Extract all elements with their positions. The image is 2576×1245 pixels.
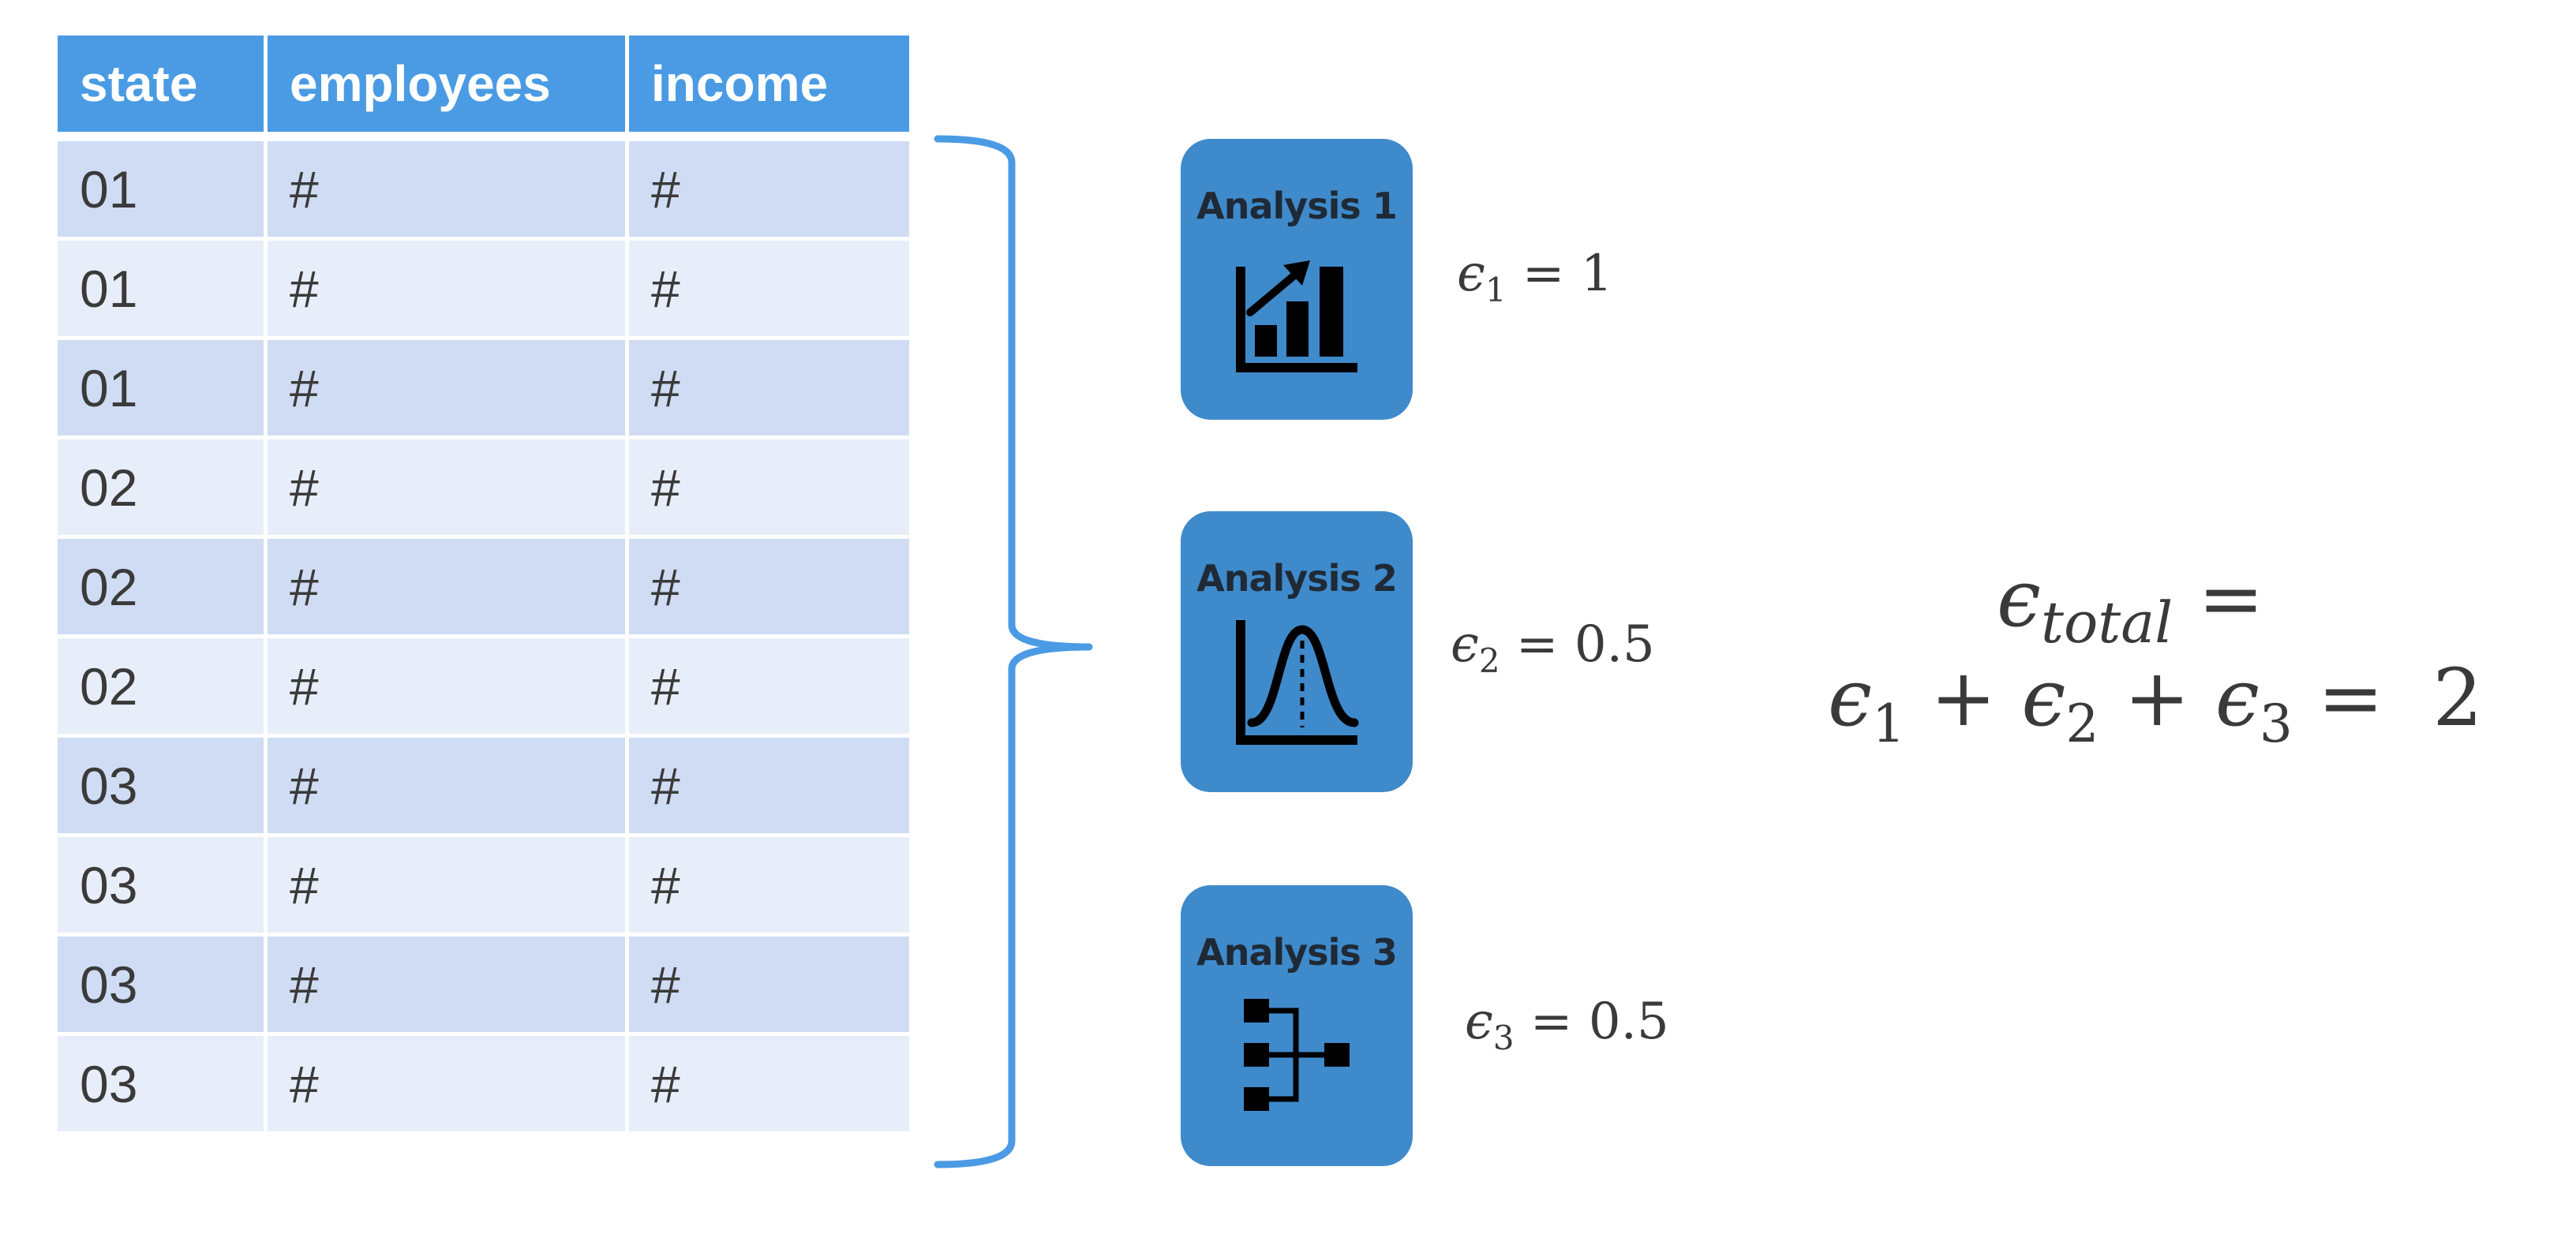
state-cell: 03 [54,1032,268,1135]
income-cell: # [625,634,913,738]
state-cell: 03 [54,933,268,1036]
employees-cell: # [264,734,629,837]
state-cell: 03 [54,833,268,937]
header-income: income [625,32,913,141]
income-cell: # [625,436,913,539]
employees-cell: # [264,535,629,638]
bar-chart-trend-icon [1236,260,1357,372]
employees-cell: # [264,336,629,439]
hierarchy-icon [1244,999,1350,1111]
table-row: 03## [54,734,913,837]
state-cell: 01 [54,336,268,439]
table-header-row: state employees income [54,32,913,141]
income-cell: # [625,336,913,439]
table-row: 01## [54,336,913,439]
income-cell: # [625,734,913,837]
employees-cell: # [264,634,629,738]
header-employees: employees [264,32,629,141]
income-cell: # [625,933,913,1036]
analysis-3-title: Analysis 3 [1196,931,1398,974]
epsilon-total-line-1: ϵtotal = [1997,552,2264,656]
epsilon-3-equation: ϵ3 = 0.5 [1465,993,1669,1057]
table-row: 02## [54,535,913,638]
state-cell: 01 [54,237,268,340]
employees-cell: # [264,436,629,539]
state-cell: 02 [54,535,268,638]
analysis-2-box: Analysis 2 [1181,511,1413,792]
income-cell: # [625,134,913,241]
table-row: 02## [54,436,913,539]
header-state: state [54,32,268,141]
income-cell: # [625,1032,913,1135]
curly-brace [934,135,1093,1168]
state-cell: 01 [54,134,268,241]
epsilon-1-equation: ϵ1 = 1 [1457,245,1613,309]
table-row: 01## [54,237,913,340]
employees-cell: # [264,134,629,241]
bell-curve-icon [1236,620,1359,745]
analysis-2-title: Analysis 2 [1196,557,1398,600]
table-row: 03## [54,1032,913,1135]
state-cell: 02 [54,634,268,738]
employees-cell: # [264,833,629,937]
employees-cell: # [264,237,629,340]
epsilon-2-equation: ϵ2 = 0.5 [1451,615,1655,680]
state-cell: 02 [54,436,268,539]
analysis-3-box: Analysis 3 [1181,885,1413,1166]
employees-cell: # [264,1032,629,1135]
state-cell: 03 [54,734,268,837]
income-cell: # [625,237,913,340]
table-row: 02## [54,634,913,738]
epsilon-total-line-2: ϵ1 + ϵ2 + ϵ3 = 2 [1828,652,2483,754]
data-table: state employees income 01## 01## 01## 02… [54,32,913,1135]
analysis-1-box: Analysis 1 [1181,139,1413,420]
table-row: 01## [54,134,913,241]
income-cell: # [625,535,913,638]
income-cell: # [625,833,913,937]
table-row: 03## [54,933,913,1036]
analysis-1-title: Analysis 1 [1196,185,1398,227]
employees-cell: # [264,933,629,1036]
table-row: 03## [54,833,913,937]
